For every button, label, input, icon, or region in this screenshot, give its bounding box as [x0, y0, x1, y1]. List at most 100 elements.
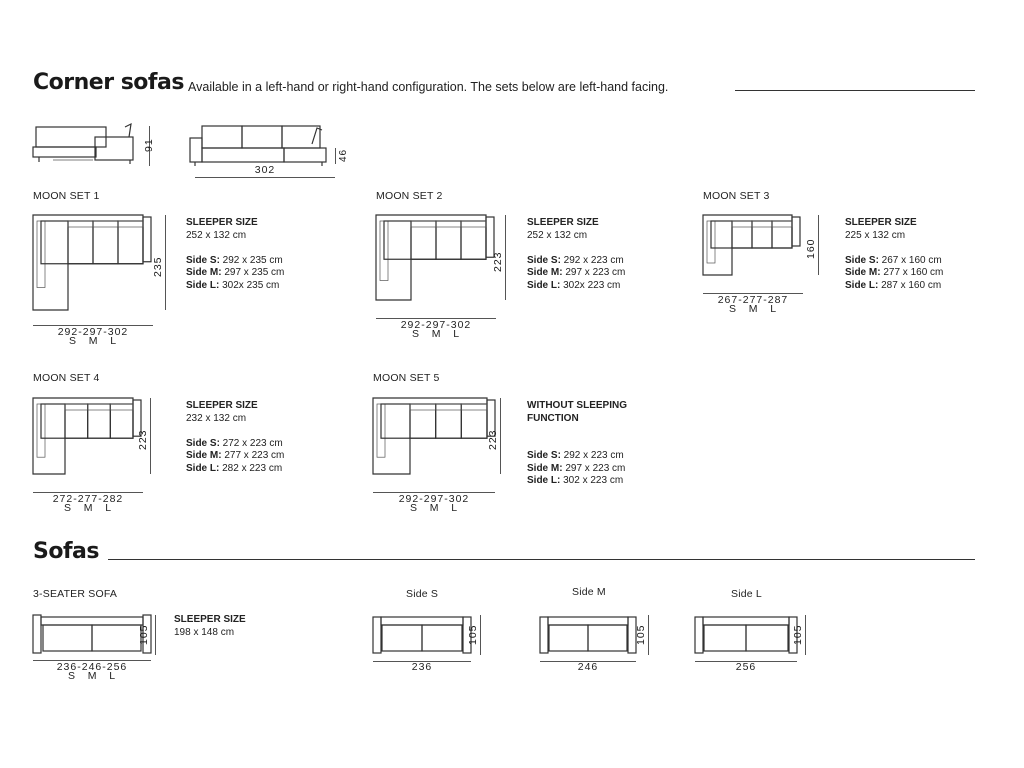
depth-dimension: 235 [152, 255, 164, 277]
width-dimension: 292-297-302 [400, 319, 472, 331]
spec-heading: SLEEPER SIZE [527, 217, 599, 228]
side-value: 277 x 160 cm [880, 267, 944, 278]
set-specs: SLEEPER SIZE 252 x 132 cm Side S: 292 x … [186, 217, 306, 292]
width-dimension-line [695, 661, 797, 662]
spec-heading: WITHOUT SLEEPING FUNCTION [527, 400, 627, 424]
width-dimension-line [33, 325, 153, 326]
set-label: MOON SET 3 [703, 190, 770, 202]
side-key: Side L: [845, 279, 879, 291]
variant-label: Side L [731, 588, 762, 600]
side-key: Side S: [845, 254, 879, 266]
side-key: Side S: [186, 254, 220, 266]
side-value: 292 x 223 cm [560, 254, 624, 266]
depth-dimension: 223 [137, 429, 149, 450]
section-title-corner-sofas: Corner sofas [33, 70, 184, 95]
sleeper-size: SLEEPER SIZE 198 x 148 cm [174, 614, 246, 639]
side-value: 297 x 223 cm [562, 267, 626, 278]
side-value: 292 x 223 cm [560, 450, 624, 461]
depth-dimension-line [818, 215, 819, 275]
set-specs: SLEEPER SIZE 232 x 132 cm Side S: 272 x … [186, 400, 306, 475]
sleeper-value: 198 x 148 cm [174, 626, 235, 638]
width-dimension-line [33, 492, 143, 493]
width-dimension-line [376, 318, 496, 319]
sofa-plan-drawing [32, 614, 152, 654]
depth-dimension-line [480, 615, 481, 655]
width-dimension: 292-297-302 [398, 493, 470, 505]
size-labels: S M L [728, 303, 778, 315]
size-labels: S M L [409, 502, 459, 514]
depth-dimension-line [150, 398, 151, 474]
section-title-sofas: Sofas [33, 539, 99, 564]
corner-sofa-plan-drawing [32, 214, 152, 311]
width-dimension-line [373, 661, 471, 662]
set-specs: WITHOUT SLEEPING FUNCTION Side S: 292 x … [527, 400, 647, 488]
sleeper-value: 252 x 132 cm [527, 229, 588, 241]
spec-heading: SLEEPER SIZE [845, 217, 917, 228]
size-labels: S M L [68, 335, 118, 347]
side-key: Side M: [186, 267, 222, 278]
sofa-plan-drawing [372, 616, 472, 654]
divider [108, 559, 975, 560]
side-elevation-drawing [32, 122, 134, 164]
size-labels: S M L [63, 502, 113, 514]
set-label: MOON SET 4 [33, 372, 100, 384]
sofa-plan-drawing [539, 616, 637, 654]
side-key: Side M: [845, 267, 881, 278]
side-value: 277 x 223 cm [221, 450, 285, 461]
depth-dimension-line [505, 215, 506, 300]
width-dimension-line [195, 177, 335, 178]
sleeper-value: 252 x 132 cm [186, 229, 247, 241]
width-dimension: 272-277-282 [52, 493, 124, 505]
side-key: Side L: [186, 279, 220, 291]
width-dimension: 236 [411, 661, 433, 673]
depth-dimension-line [648, 615, 649, 655]
sofa-label-3-seater: 3-SEATER SOFA [33, 588, 118, 600]
width-dimension-line [373, 492, 495, 493]
depth-dimension-line [155, 615, 156, 655]
variant-label: Side S [406, 588, 439, 600]
depth-dimension: 105 [635, 624, 647, 645]
size-labels: S M L [67, 670, 117, 682]
side-value: 297 x 235 cm [221, 267, 285, 278]
width-dimension: 267-277-287 [717, 294, 789, 306]
set-specs: SLEEPER SIZE 225 x 132 cm Side S: 267 x … [845, 217, 965, 292]
depth-dimension: 223 [492, 250, 504, 272]
side-value: 267 x 160 cm [878, 254, 942, 266]
size-labels: S M L [411, 328, 461, 340]
spec-heading: SLEEPER SIZE [186, 217, 258, 228]
width-dimension: 236-246-256 [56, 661, 128, 673]
width-dimension: 302 [254, 164, 276, 176]
sleeper-value: 225 x 132 cm [845, 229, 906, 241]
sleeper-value: 232 x 132 cm [186, 412, 247, 424]
side-key: Side S: [186, 437, 220, 449]
divider [735, 90, 975, 91]
side-key: Side S: [527, 254, 561, 266]
sofa-plan-drawing [694, 616, 798, 654]
corner-sofa-plan-drawing [375, 214, 495, 301]
side-value: 292 x 235 cm [219, 254, 283, 266]
depth-dimension: 105 [467, 624, 479, 645]
side-key: Side M: [527, 267, 563, 278]
side-key: Side M: [186, 450, 222, 461]
side-value: 297 x 223 cm [562, 462, 626, 474]
section-subtitle: Available in a left-hand or right-hand c… [188, 80, 669, 94]
corner-sofa-plan-drawing [372, 397, 496, 475]
corner-sofa-plan-drawing [32, 397, 142, 475]
front-elevation-drawing [189, 125, 327, 166]
height-dimension: 91 [143, 138, 155, 152]
side-value: 302x 223 cm [560, 279, 621, 291]
corner-sofa-plan-drawing [702, 214, 801, 276]
side-key: Side L: [527, 475, 561, 486]
depth-dimension: 223 [487, 429, 499, 450]
spec-heading: SLEEPER SIZE [186, 400, 258, 411]
side-value: 287 x 160 cm [878, 279, 942, 291]
depth-dimension: 160 [805, 238, 817, 259]
width-dimension-line [703, 293, 803, 294]
set-label: MOON SET 5 [373, 372, 440, 384]
side-value: 282 x 223 cm [219, 462, 283, 474]
depth-dimension-line [165, 215, 166, 310]
set-specs: SLEEPER SIZE 252 x 132 cm Side S: 292 x … [527, 217, 647, 292]
width-dimension-line [33, 660, 151, 661]
side-value: 302x 235 cm [219, 279, 280, 291]
depth-dimension-line [805, 615, 806, 655]
